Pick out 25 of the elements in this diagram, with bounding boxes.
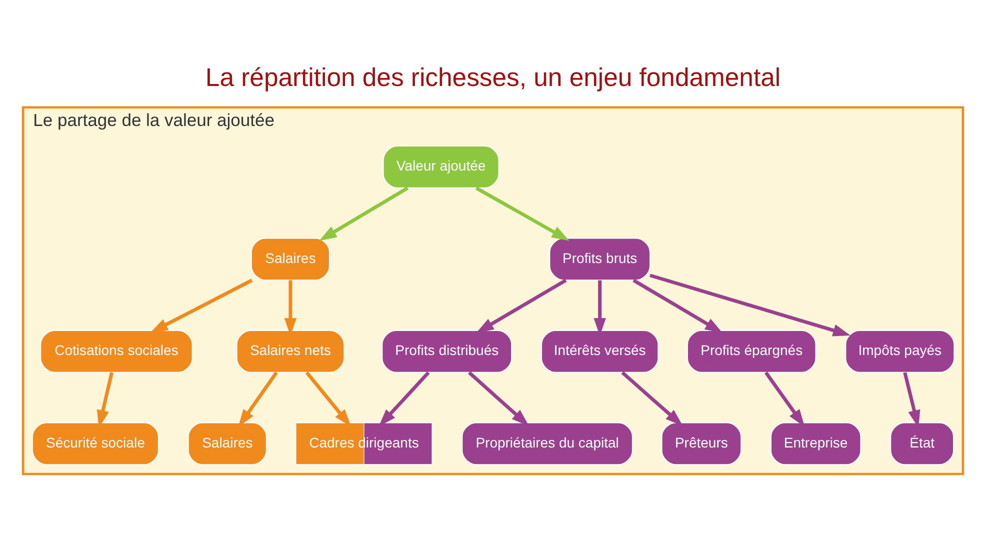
- node-box: Prêteurs: [660, 422, 742, 466]
- node-box: Sécurité sociale: [31, 422, 159, 466]
- node-box: Valeur ajoutée: [382, 145, 499, 189]
- arrow: [378, 371, 430, 426]
- arrow: [318, 186, 408, 241]
- arrow: [620, 371, 682, 426]
- node-box: Propriétaires du capital: [460, 422, 633, 466]
- node-box: Salaires: [250, 238, 330, 281]
- arrow: [468, 371, 529, 426]
- node-box: Salaires: [187, 422, 267, 466]
- arrow: [150, 278, 252, 333]
- arrow: [476, 278, 566, 334]
- diagram-title: La répartition des richesses, un enjeu fondamental: [204, 64, 780, 92]
- node-box: Impôts payés: [844, 330, 954, 373]
- node-box: Profits distribués: [381, 330, 512, 373]
- arrow: [649, 274, 850, 336]
- arrow: [474, 186, 569, 241]
- node-box: État: [889, 422, 954, 466]
- node-box: Profits épargnés: [686, 330, 816, 373]
- node-box: Entreprise: [770, 422, 861, 466]
- node-box: Salaires nets: [236, 330, 344, 373]
- node-box: Intérêts versés: [540, 330, 658, 373]
- node-box: Profits bruts: [548, 238, 650, 281]
- arrow: [632, 278, 722, 334]
- node-box: Cotisations sociales: [39, 330, 192, 373]
